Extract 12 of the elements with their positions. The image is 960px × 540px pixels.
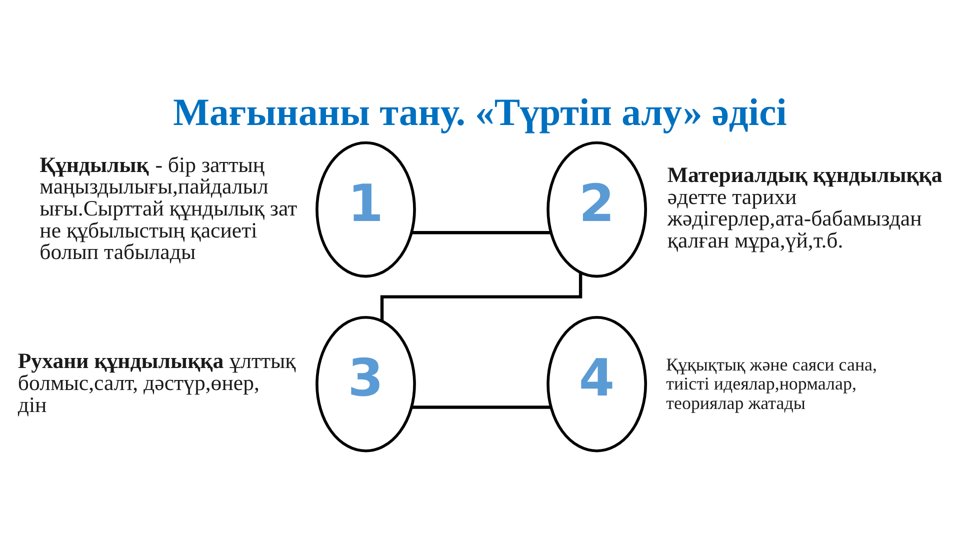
node-ellipse: 1 — [316, 140, 416, 278]
diagram-title: Мағынаны тану. «Түртіп алу» әдісі — [173, 91, 787, 134]
node-ellipse: 2 — [546, 140, 648, 278]
node-label: Материалдық құндылыққа әдетте тарихи жәдігерлер,ата-бабамыздан қалған мұра,үй,т.б. — [667, 162, 942, 252]
connector — [412, 405, 551, 408]
node-label: Құндылық - бір заттың маңыздылығы,пайдалыл ығы.Сырттай құндылық зат не құбылыстың қасиеті болып табылады — [40, 152, 298, 264]
node-label: Құқықтық және саяси сана, тиісті идеялар,нормалар, теориялар жатады — [666, 354, 878, 412]
node-label: Рухани құндылыққа ұлттық болмыс,салт, дәстүр,өнер, дін — [18, 348, 296, 416]
connector — [412, 230, 551, 234]
node-ellipse: 3 — [316, 315, 416, 452]
connector — [380, 272, 582, 321]
node-ellipse: 4 — [546, 315, 648, 452]
